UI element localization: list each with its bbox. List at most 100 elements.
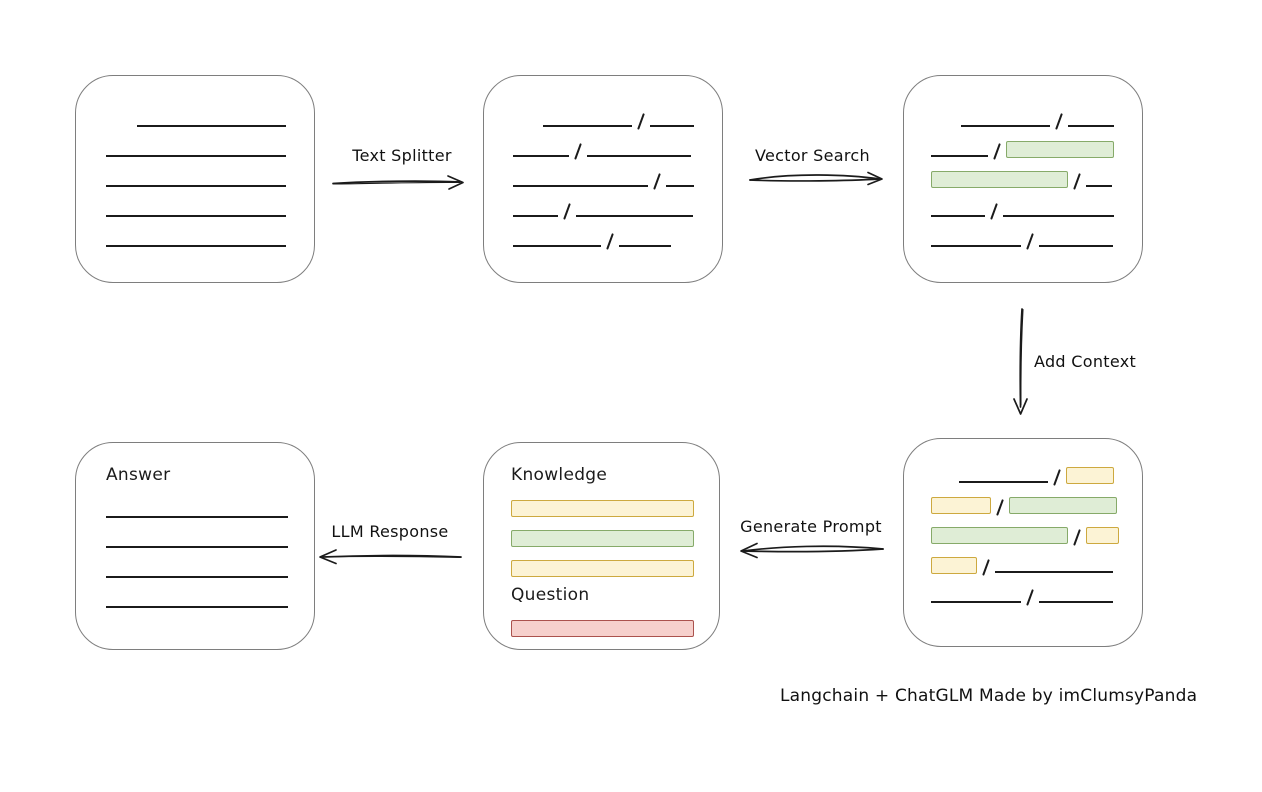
text-line xyxy=(1002,215,1114,217)
chunk-row xyxy=(513,128,694,160)
knowledge-bars xyxy=(511,487,694,577)
add-context-arrow-icon xyxy=(1013,308,1028,415)
chunk-row xyxy=(513,98,694,130)
text-line xyxy=(1086,185,1113,187)
context-chunks-box xyxy=(903,438,1143,647)
text-line xyxy=(106,245,286,247)
question-heading: Question xyxy=(511,585,590,605)
text-line xyxy=(959,481,1048,483)
chunk-row xyxy=(931,574,1114,606)
text-line xyxy=(137,125,286,127)
text-line xyxy=(995,571,1114,573)
source-document-box xyxy=(75,75,315,283)
text-line xyxy=(542,125,633,127)
highlight-chunk-green xyxy=(931,527,1068,544)
indent-spacer xyxy=(931,483,959,484)
vector-search-arrow-icon xyxy=(749,171,883,186)
text-line xyxy=(931,215,985,217)
prompt-box: Knowledge Question xyxy=(483,442,720,650)
chunk-row xyxy=(931,98,1114,130)
chunk-row xyxy=(513,188,694,220)
text-line xyxy=(106,546,288,548)
chunk-row xyxy=(106,579,289,609)
chunk-row xyxy=(931,484,1118,516)
split-chunk-lines xyxy=(513,98,694,250)
chunk-row xyxy=(931,544,1114,576)
chunk-row xyxy=(513,158,694,190)
text-line xyxy=(106,576,288,578)
context-chunk-lines xyxy=(931,454,1120,606)
highlight-chunk-yellow xyxy=(1066,467,1114,484)
chunk-row xyxy=(511,517,694,547)
chunk-row xyxy=(931,514,1120,546)
text-line xyxy=(650,125,694,127)
text-line xyxy=(106,215,286,217)
highlight-chunk-yellow xyxy=(1086,527,1120,544)
chunk-row xyxy=(511,487,694,517)
slash-separator xyxy=(1026,233,1035,250)
matched-chunk-lines xyxy=(931,98,1114,250)
text-line xyxy=(1039,245,1114,247)
text-line xyxy=(666,185,694,187)
chunk-row xyxy=(931,188,1114,220)
text-line xyxy=(513,245,601,247)
text-line xyxy=(1068,125,1114,127)
text-line xyxy=(106,185,286,187)
chunk-row xyxy=(511,607,694,637)
text-line xyxy=(960,125,1051,127)
text-line xyxy=(619,245,672,247)
text-line xyxy=(106,155,286,157)
answer-box: Answer xyxy=(75,442,315,650)
chunk-row xyxy=(106,188,286,218)
text-line xyxy=(1039,601,1114,603)
text-line xyxy=(513,155,569,157)
highlight-chunk-yellow xyxy=(511,500,694,517)
chunk-row xyxy=(931,218,1114,250)
highlight-chunk-yellow xyxy=(511,560,694,577)
text-splitter-arrow-icon xyxy=(332,175,464,190)
chunk-row xyxy=(931,128,1114,160)
chunk-row xyxy=(106,158,286,188)
chunk-row xyxy=(106,519,289,549)
generate-prompt-label: Generate Prompt xyxy=(740,517,882,536)
text-line xyxy=(513,215,558,217)
text-line xyxy=(576,215,694,217)
chunk-row xyxy=(106,98,286,128)
text-splitter-label: Text Splitter xyxy=(352,146,452,165)
slash-separator xyxy=(1026,589,1035,606)
text-line xyxy=(931,245,1021,247)
highlight-chunk-green xyxy=(1009,497,1118,514)
chunk-row xyxy=(931,454,1114,486)
indent-spacer xyxy=(513,127,543,128)
chunk-row xyxy=(931,158,1114,190)
chunk-row xyxy=(106,489,289,519)
knowledge-heading: Knowledge xyxy=(511,465,608,485)
text-line xyxy=(513,185,648,187)
highlight-chunk-yellow xyxy=(931,557,977,574)
answer-heading: Answer xyxy=(106,465,171,485)
highlight-chunk-red xyxy=(511,620,694,637)
text-line xyxy=(931,601,1021,603)
llm-response-label: LLM Response xyxy=(331,522,449,541)
add-context-label: Add Context xyxy=(1034,352,1137,371)
slash-separator xyxy=(606,233,615,250)
document-lines xyxy=(106,98,286,248)
text-line xyxy=(587,155,692,157)
answer-lines xyxy=(106,489,289,609)
vector-matched-box xyxy=(903,75,1143,283)
question-bars xyxy=(511,607,694,637)
chunk-row xyxy=(106,128,286,158)
text-line xyxy=(931,155,988,157)
text-line xyxy=(106,516,288,518)
highlight-chunk-green xyxy=(511,530,694,547)
generate-prompt-arrow-icon xyxy=(740,542,884,559)
llm-response-arrow-icon xyxy=(319,549,462,565)
indent-spacer xyxy=(931,127,961,128)
chunk-row xyxy=(511,547,694,577)
chunk-row xyxy=(106,218,286,248)
chunk-row xyxy=(106,549,289,579)
chunk-row xyxy=(513,218,694,250)
text-line xyxy=(106,606,288,608)
indent-spacer xyxy=(106,127,137,128)
